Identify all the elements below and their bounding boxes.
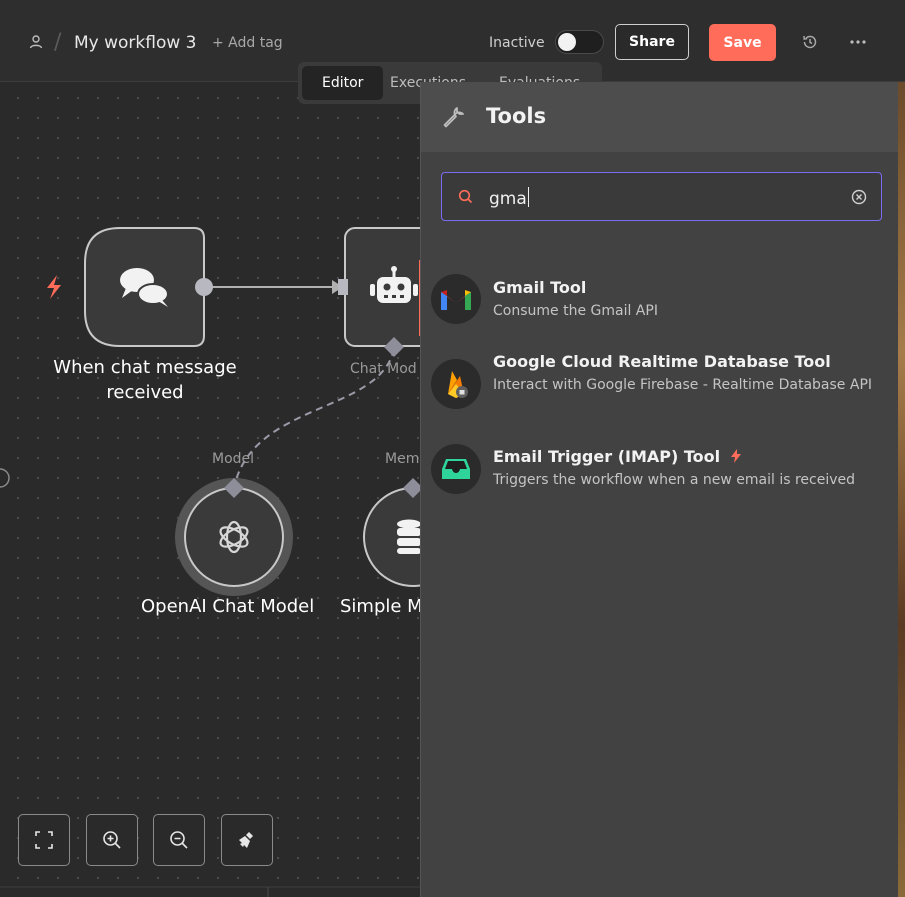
agent-chat-model-label: Chat Mod [350, 361, 417, 377]
database-icon [397, 519, 420, 554]
activation-toggle[interactable] [555, 30, 604, 54]
workflow-name[interactable]: My workflow 3 [74, 33, 197, 53]
tools-panel-title: Tools [486, 104, 547, 128]
fit-view-icon [35, 831, 53, 849]
inbox-icon [431, 444, 481, 494]
trigger-bolt-icon [47, 275, 61, 299]
zoom-in-icon [103, 831, 121, 849]
tidy-up-icon [239, 832, 253, 848]
trigger-node-label: When chat message received [53, 357, 237, 403]
tool-result-title: Google Cloud Realtime Database Tool [493, 352, 831, 371]
agent-input-handle[interactable] [338, 279, 348, 295]
memory-connector-handle[interactable] [403, 478, 420, 498]
tool-result-email-trigger[interactable]: Email Trigger (IMAP) Tool Triggers the w… [421, 442, 905, 512]
firebase-icon [431, 359, 481, 409]
search-icon [458, 189, 473, 204]
chat-bubbles-icon [120, 268, 169, 307]
clear-search-icon[interactable] [851, 189, 867, 205]
tool-result-description: Triggers the workflow when a new email i… [493, 472, 856, 488]
canvas-connections [0, 227, 420, 897]
tool-result-gmail[interactable]: Gmail Tool Consume the Gmail API [421, 272, 905, 342]
add-tag-button[interactable]: + Add tag [212, 35, 283, 51]
desktop-background-strip [898, 82, 905, 897]
memory-node-label: Simple M [340, 596, 420, 617]
workflow-canvas[interactable]: When chat message received Chat Mod Mode… [0, 82, 420, 897]
fit-view-button[interactable] [18, 814, 70, 866]
more-options-icon[interactable] [849, 33, 867, 51]
tool-result-description: Consume the Gmail API [493, 303, 658, 319]
model-connection [235, 348, 395, 481]
canvas-edge-handle [0, 468, 10, 488]
tidy-up-button[interactable] [221, 814, 273, 866]
history-icon[interactable] [801, 33, 819, 51]
connection-arrow [332, 280, 343, 294]
agent-chat-model-handle[interactable] [384, 337, 404, 357]
share-button[interactable]: Share [615, 24, 689, 60]
tool-result-firebase[interactable]: Google Cloud Realtime Database Tool Inte… [421, 352, 905, 422]
memory-connector-label: Mem [385, 451, 420, 467]
gmail-icon [431, 274, 481, 324]
tool-result-title: Gmail Tool [493, 278, 587, 297]
tool-result-title-text: Email Trigger (IMAP) Tool [493, 447, 721, 466]
search-query: gma [489, 187, 529, 209]
memory-node[interactable] [363, 487, 420, 587]
toggle-knob [558, 33, 576, 51]
zoom-out-button[interactable] [153, 814, 205, 866]
wrench-icon [443, 107, 464, 128]
tools-panel: Tools gma Gmail Tool Consume the Gmail A… [420, 82, 905, 897]
zoom-in-button[interactable] [86, 814, 138, 866]
robot-icon [370, 266, 418, 303]
agent-node-accent [419, 260, 420, 336]
openai-icon [219, 520, 249, 554]
model-node[interactable] [184, 487, 284, 587]
text-caret [527, 187, 529, 207]
bolt-icon [730, 449, 741, 463]
save-button[interactable]: Save [709, 24, 776, 61]
user-icon[interactable] [28, 34, 44, 50]
activation-status-label: Inactive [489, 35, 545, 51]
tool-result-description: Interact with Google Firebase - Realtime… [493, 377, 873, 393]
tool-search-input[interactable]: gma [441, 172, 882, 221]
tool-result-title: Email Trigger (IMAP) Tool [493, 447, 742, 466]
trigger-output-handle[interactable] [195, 278, 213, 296]
model-connector-label: Model [212, 451, 255, 467]
model-node-label: OpenAI Chat Model [141, 596, 315, 617]
tools-panel-header: Tools [421, 82, 905, 152]
breadcrumb-separator: / [54, 30, 62, 55]
zoom-out-icon [170, 831, 188, 849]
model-connector-handle[interactable] [224, 478, 244, 498]
tab-editor[interactable]: Editor [302, 66, 384, 100]
